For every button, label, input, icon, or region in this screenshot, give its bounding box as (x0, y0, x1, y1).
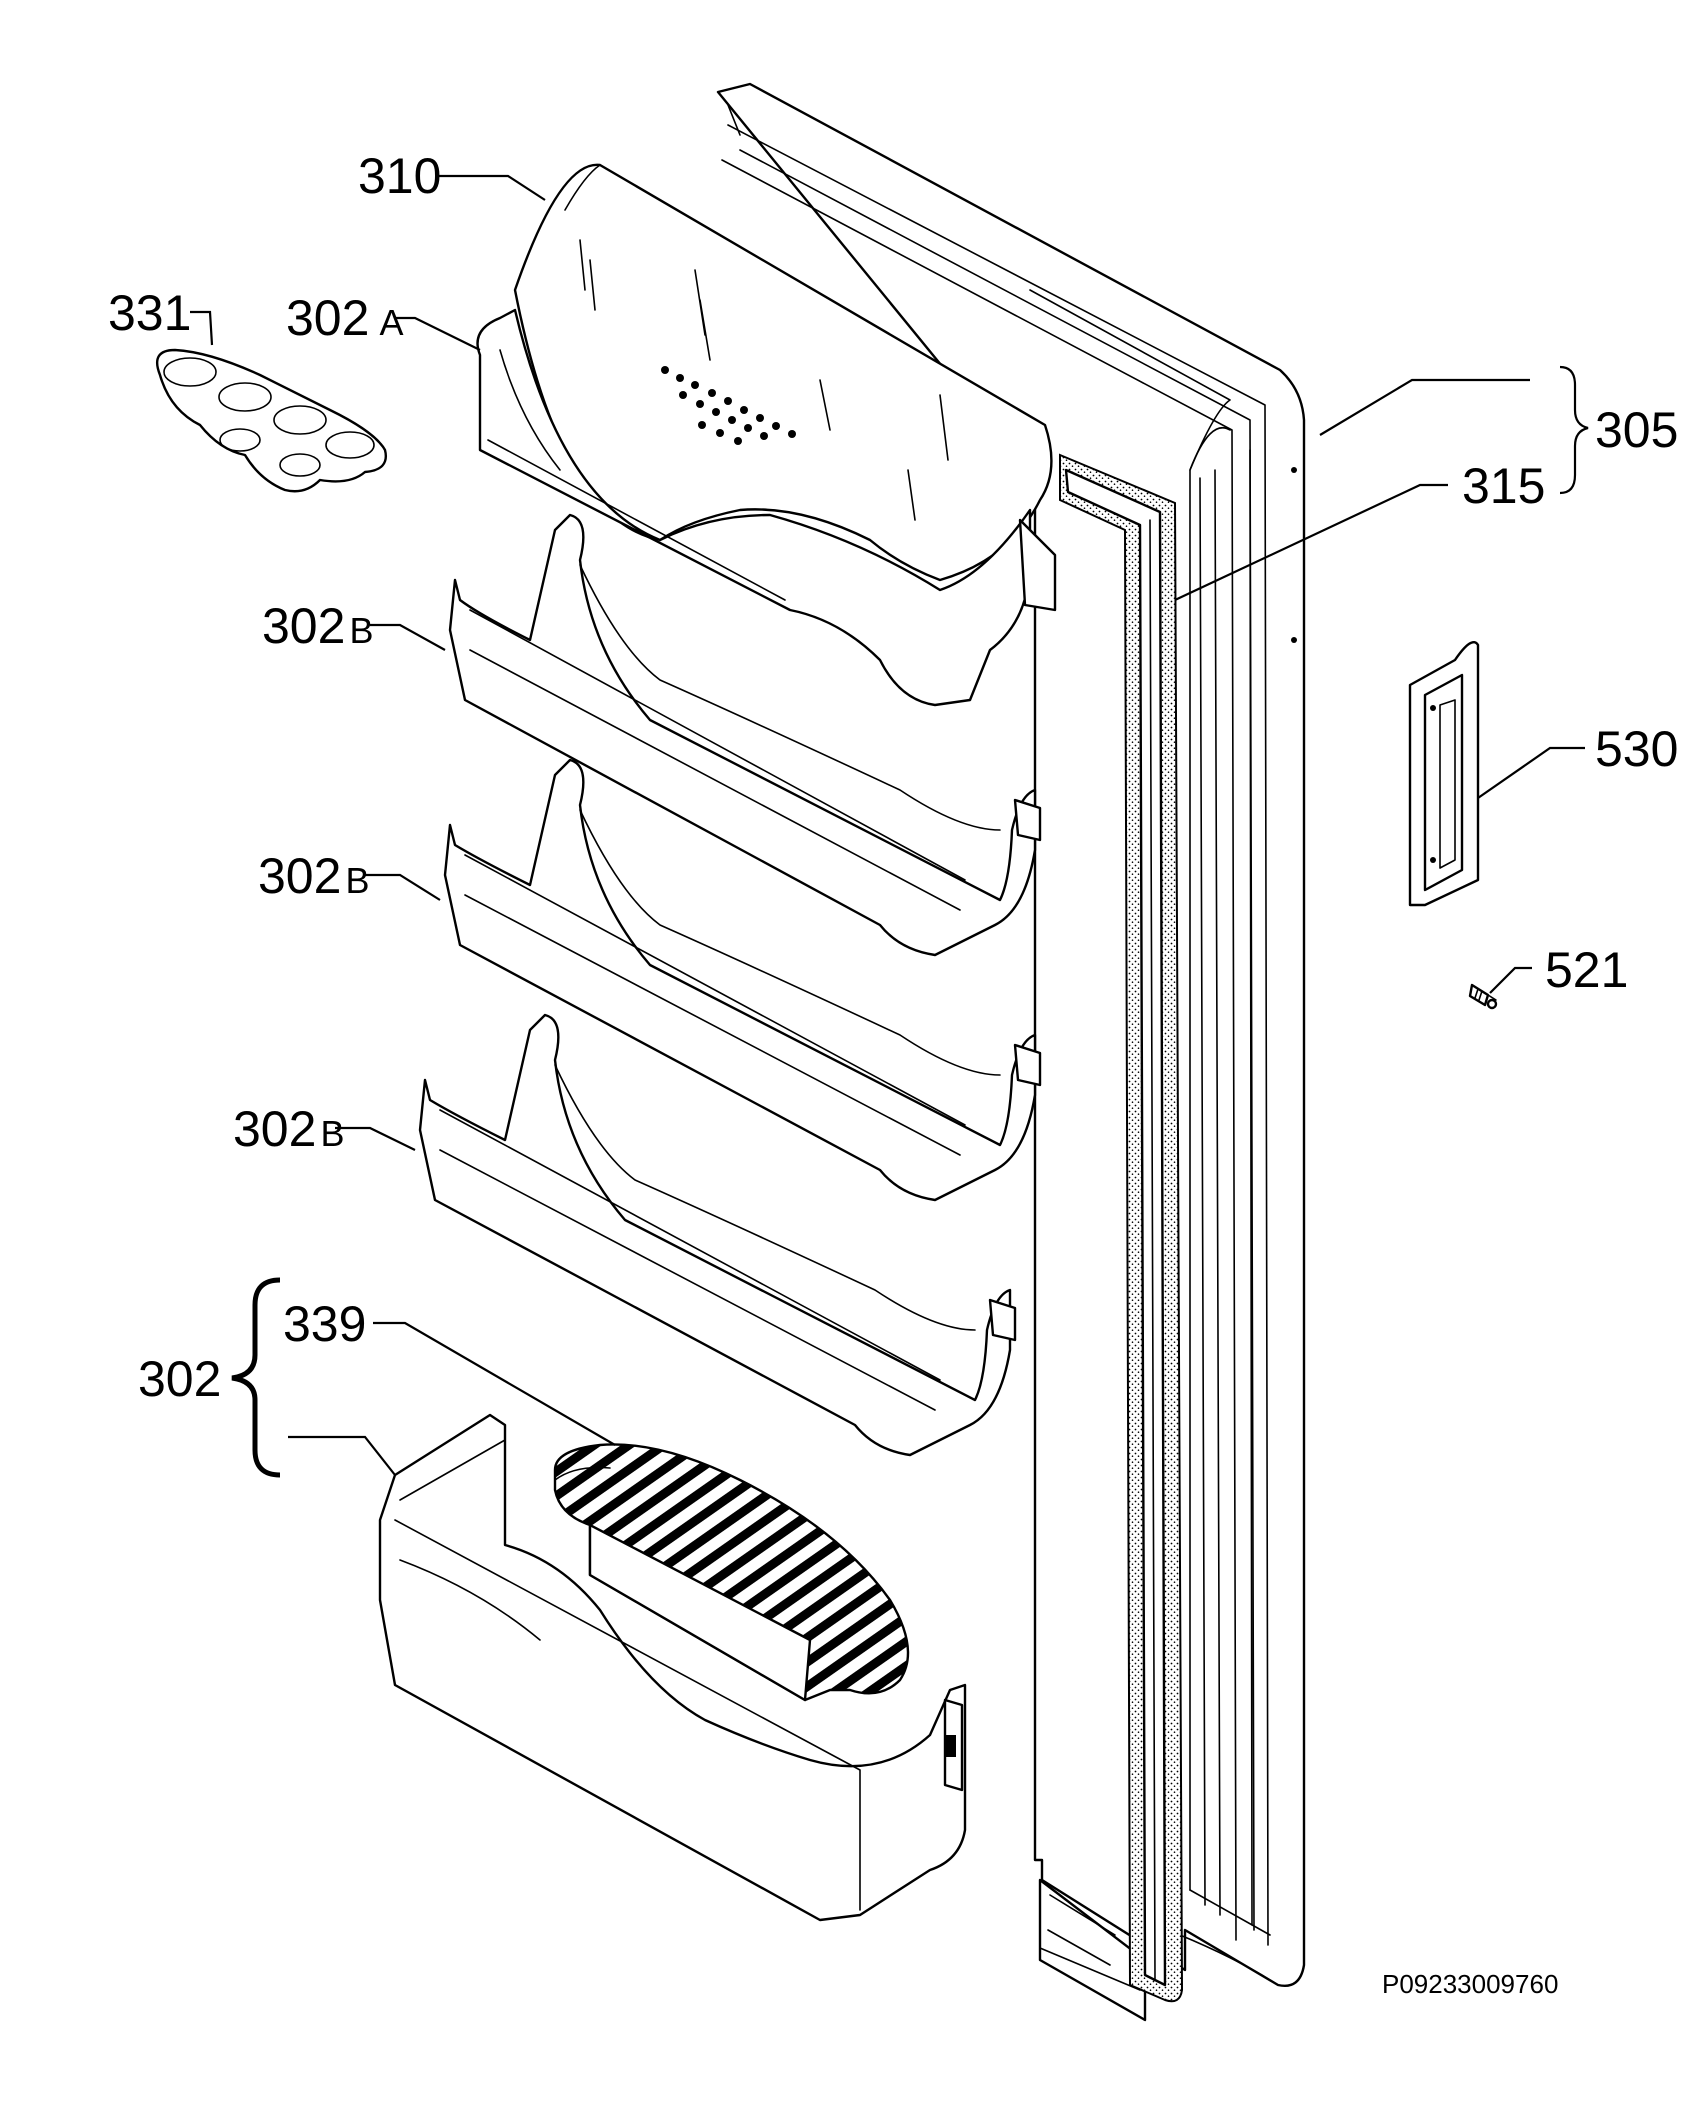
callout-302b-upper-suffix: B (349, 610, 373, 651)
callout-302a-suffix: A (379, 302, 403, 343)
bottle-shelf (378, 1413, 967, 1922)
callout-315: 315 (1462, 458, 1545, 514)
callout-521: 521 (1545, 942, 1628, 998)
door-handle (1408, 640, 1480, 907)
callout-331: 331 (108, 285, 191, 341)
callout-302b-middle-suffix: B (345, 860, 369, 901)
door-gasket (1039, 453, 1184, 2003)
callout-302a: 302 A (286, 290, 403, 346)
drawing-reference-code: P09233009760 (1382, 1969, 1558, 1999)
callout-339: 339 (283, 1296, 366, 1352)
door-shelf (448, 513, 1042, 957)
door-shelf (418, 1013, 1017, 1457)
callout-530: 530 (1595, 721, 1678, 777)
vent-dots (661, 366, 796, 445)
callout-302b-lower-suffix: B (320, 1113, 344, 1154)
callout-302b-lower: 302 B (233, 1101, 344, 1157)
dairy-compartment-shelf (476, 308, 1057, 707)
egg-tray (155, 348, 387, 493)
dairy-compartment-lid (513, 163, 1053, 582)
callout-302b-upper-number: 302 (262, 598, 345, 654)
leader-lines (190, 174, 1589, 1478)
callout-302b-upper: 302 B (262, 598, 373, 654)
callout-302b-middle: 302 B (258, 848, 369, 904)
callout-302a-number: 302 (286, 290, 369, 346)
callout-302b-middle-number: 302 (258, 848, 341, 904)
callout-305: 305 (1595, 402, 1678, 458)
bottle-holder (553, 1443, 910, 1702)
screw (1468, 983, 1498, 1010)
door-shelf (443, 758, 1042, 1202)
callout-302b-lower-number: 302 (233, 1101, 316, 1157)
callout-302: 302 (138, 1351, 221, 1407)
callout-310: 310 (358, 148, 441, 204)
